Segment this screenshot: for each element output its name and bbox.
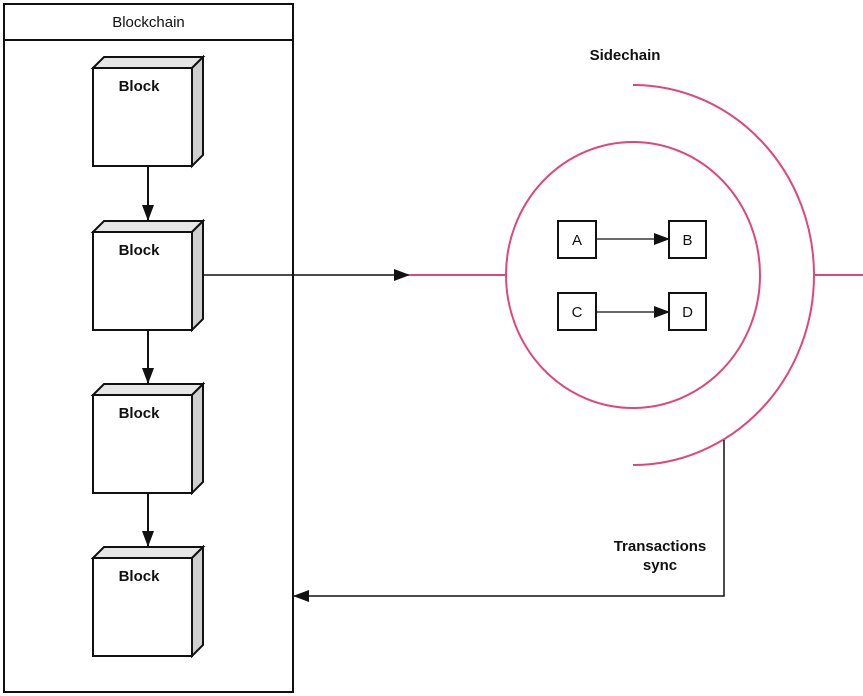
block-2: Block xyxy=(90,218,206,333)
block-top-face xyxy=(90,56,206,69)
transactions-sync-connector: Transactions sync xyxy=(293,440,725,602)
block-label: Block xyxy=(119,405,161,422)
sidechain-group: Sidechain A B C D xyxy=(505,47,863,466)
block-label: Block xyxy=(119,242,161,259)
sidechain-node-c: C xyxy=(557,292,597,331)
block-front-face xyxy=(92,231,193,331)
block-side-face xyxy=(191,544,204,659)
sidechain-inner-circle xyxy=(505,141,761,409)
sync-label-line2: sync xyxy=(643,557,677,574)
node-a-label: A xyxy=(572,232,582,249)
block-side-face xyxy=(191,381,204,496)
block-label: Block xyxy=(119,78,161,95)
block-front-face xyxy=(92,67,193,167)
sidechain-node-a: A xyxy=(557,220,597,259)
block-top-face xyxy=(90,220,206,233)
block-top-face xyxy=(90,546,206,559)
block-3: Block xyxy=(90,381,206,496)
block-1: Block xyxy=(90,54,206,169)
sync-label-line1: Transactions xyxy=(614,538,707,555)
block-label: Block xyxy=(119,568,161,585)
node-d-label: D xyxy=(682,304,693,321)
sidechain-title: Sidechain xyxy=(590,47,661,64)
sidechain-outer-arc xyxy=(632,84,815,466)
sidechain-node-d: D xyxy=(668,292,707,331)
block-top-face xyxy=(90,383,206,396)
block-side-face xyxy=(191,218,204,333)
node-c-label: C xyxy=(572,304,583,321)
node-b-label: B xyxy=(682,232,692,249)
block-side-face xyxy=(191,54,204,169)
block-front-face xyxy=(92,394,193,494)
blockchain-title: Blockchain xyxy=(112,14,185,31)
block-4: Block xyxy=(90,544,206,659)
block-front-face xyxy=(92,557,193,657)
sidechain-node-b: B xyxy=(668,220,707,259)
sync-line xyxy=(293,440,725,602)
